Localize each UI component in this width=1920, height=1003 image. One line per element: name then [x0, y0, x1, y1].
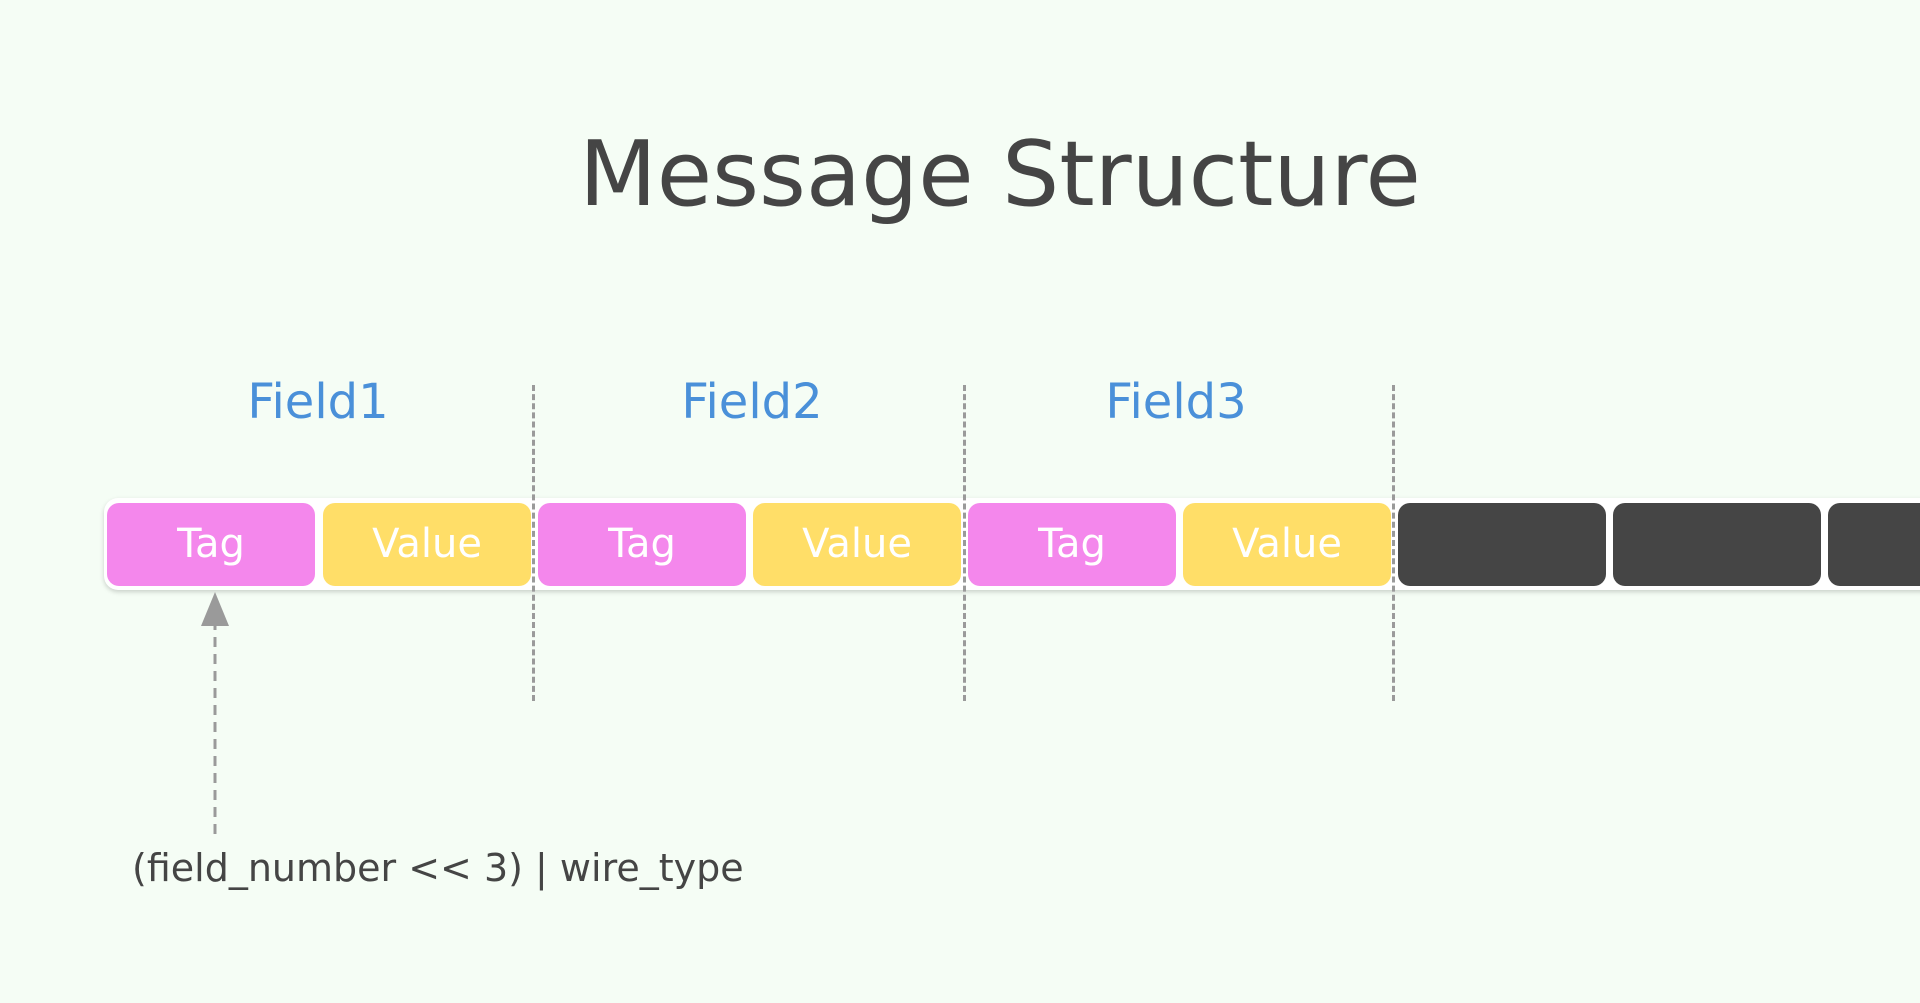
tag-pointer-arrow [201, 592, 229, 835]
empty-cell [1613, 503, 1821, 586]
field-divider [963, 385, 966, 701]
field3-value-cell: Value [1183, 503, 1391, 586]
field-divider [1392, 385, 1395, 701]
empty-cell [1828, 503, 1920, 586]
field3-tag-cell: Tag [968, 503, 1176, 586]
field-label-3: Field3 [1105, 374, 1247, 430]
field1-tag-cell: Tag [107, 503, 315, 586]
empty-cell [1398, 503, 1606, 586]
tag-formula: (field_number << 3) | wire_type [132, 846, 744, 890]
field-label-2: Field2 [681, 374, 823, 430]
field-label-1: Field1 [247, 374, 389, 430]
diagram-title: Message Structure [579, 122, 1421, 227]
field1-value-cell: Value [323, 503, 531, 586]
field2-tag-cell: Tag [538, 503, 746, 586]
field-divider [532, 385, 535, 701]
field2-value-cell: Value [753, 503, 961, 586]
